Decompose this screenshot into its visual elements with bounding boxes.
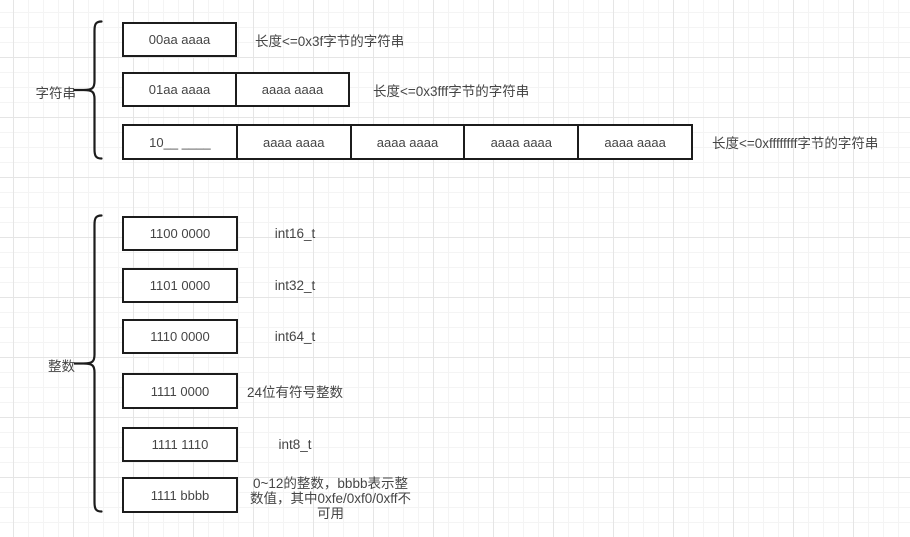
byte-cell: aaaa aaaa: [235, 126, 350, 158]
int-row-int32: 1101 0000: [122, 268, 238, 303]
byte-cell: 10__ ____: [149, 134, 211, 150]
int-row-small-description: 0~12的整数，bbbb表示整 数值，其中0xfe/0xf0/0xff不 可用: [240, 476, 421, 521]
curly-brace-strings: [74, 20, 103, 160]
byte-cell: aaaa aaaa: [349, 126, 464, 158]
byte-cell: 1111 0000: [150, 383, 210, 399]
group-label-strings: 字符串: [35, 86, 77, 101]
int-row-int32-description: int32_t: [274, 278, 316, 293]
string-row-5byte-description: 长度<=0xffffffff字节的字符串: [712, 136, 879, 151]
byte-cell: aaaa aaaa: [577, 126, 691, 158]
int-row-int64-description: int64_t: [274, 329, 316, 344]
curly-brace-integers: [74, 214, 103, 513]
description-line: 可用: [317, 506, 344, 521]
description-line: 数值，其中0xfe/0xf0/0xff不: [249, 491, 412, 506]
byte-cell: 00aa aaaa: [148, 32, 211, 47]
byte-cell: 1110 0000: [150, 329, 210, 344]
string-row-2byte: 01aa aaaa aaaa aaaa: [122, 72, 350, 107]
byte-cell: 1111 1110: [151, 437, 209, 452]
int-row-small: 1111 bbbb: [122, 477, 238, 513]
int-row-int64: 1110 0000: [122, 319, 238, 354]
string-row-1byte: 00aa aaaa: [122, 22, 237, 57]
int-row-int8: 1111 1110: [122, 427, 238, 462]
int-row-24bit-description: 24位有符号整数: [246, 385, 344, 400]
int-row-int16: 1100 0000: [122, 216, 238, 251]
group-label-integers: 整数: [48, 359, 75, 374]
byte-cell: 1100 0000: [149, 226, 211, 241]
description-line: 0~12的整数，bbbb表示整: [253, 476, 408, 491]
string-row-5byte: 10__ ____ aaaa aaaa aaaa aaaa aaaa aaaa …: [122, 124, 693, 160]
int-row-int16-description: int16_t: [274, 226, 316, 241]
int-row-24bit: 1111 0000: [122, 373, 238, 409]
byte-cell: 1101 0000: [149, 278, 211, 293]
byte-cell: aaaa aaaa: [235, 74, 348, 105]
byte-cell: aaaa aaaa: [463, 126, 577, 158]
byte-cell: 01aa aaaa: [148, 82, 211, 97]
byte-cell: 1111 bbbb: [150, 487, 210, 503]
int-row-int8-description: int8_t: [278, 437, 312, 452]
string-row-2byte-description: 长度<=0x3fff字节的字符串: [373, 83, 530, 99]
string-row-1byte-description: 长度<=0x3f字节的字符串: [255, 33, 405, 49]
